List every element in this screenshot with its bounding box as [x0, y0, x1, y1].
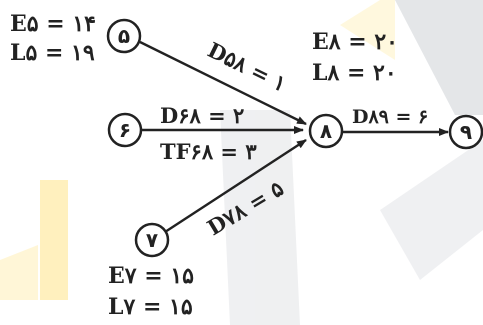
node-6: ۶	[107, 112, 143, 148]
e8-label: E۸ = ۲۰	[312, 29, 398, 55]
node-6-label: ۶	[119, 118, 131, 142]
node-7: ۷	[134, 222, 170, 258]
node-5: ۵	[106, 18, 142, 54]
edge-5-8	[139, 40, 307, 126]
edge-6-8-label: D۶۸ = ۲	[160, 103, 244, 128]
edge-7-8	[164, 138, 307, 234]
edge-5-8-label: D۵۸ = ۱	[204, 37, 291, 96]
e7-label: E۷ = ۱۵	[108, 263, 194, 289]
node-8: ۸	[308, 113, 344, 149]
node-7-label: ۷	[146, 228, 158, 252]
node-9-label: ۹	[460, 120, 472, 144]
edge-8-9-label: D۸۹ = ۶	[352, 106, 428, 128]
e5-label: E۵ = ۱۴	[10, 11, 96, 37]
edge-6-8-float-label: TF۶۸ = ۳	[160, 139, 257, 164]
node-5-label: ۵	[118, 24, 130, 48]
l8-label: L۸ = ۲۰	[312, 60, 397, 86]
node-9: ۹	[448, 114, 483, 150]
l7-label: L۷ = ۱۵	[108, 294, 193, 320]
l5-label: L۵ = ۱۹	[10, 40, 95, 66]
node-8-label: ۸	[320, 119, 332, 143]
edges	[139, 40, 449, 234]
